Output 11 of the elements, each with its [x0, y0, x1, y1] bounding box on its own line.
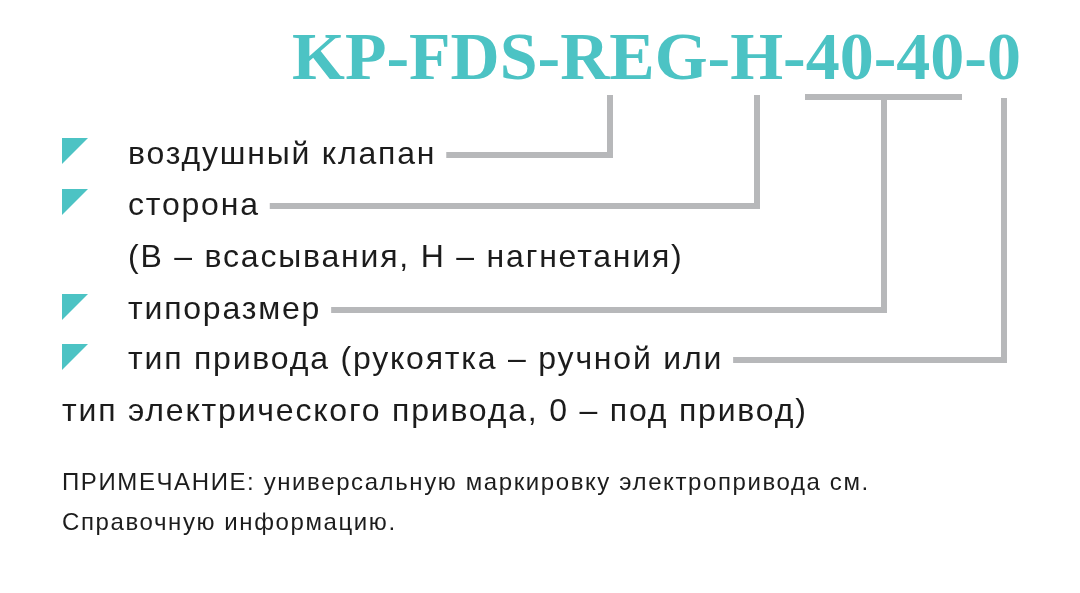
list-item-text: тип привода (рукоятка – ручной или тип электрического привода, 0 – под привод) — [62, 332, 862, 436]
note-text: ПРИМЕЧАНИЕ: универсальную маркировку электропривода см. Справочную информацию. — [62, 467, 871, 537]
list-item-text: воздушный клапан — [128, 127, 437, 179]
option-note-text: (В – всасывания, Н – нагнетания) — [128, 237, 684, 276]
leader-line — [269, 95, 760, 209]
list-item-text: типоразмер — [128, 282, 322, 334]
leader-line — [328, 94, 965, 313]
product-code-title: KP-FDS-REG-H-40-40-0 — [292, 22, 1021, 90]
list-item-text: сторона — [128, 178, 260, 230]
leader-line — [733, 98, 1007, 363]
leader-line — [446, 95, 613, 158]
